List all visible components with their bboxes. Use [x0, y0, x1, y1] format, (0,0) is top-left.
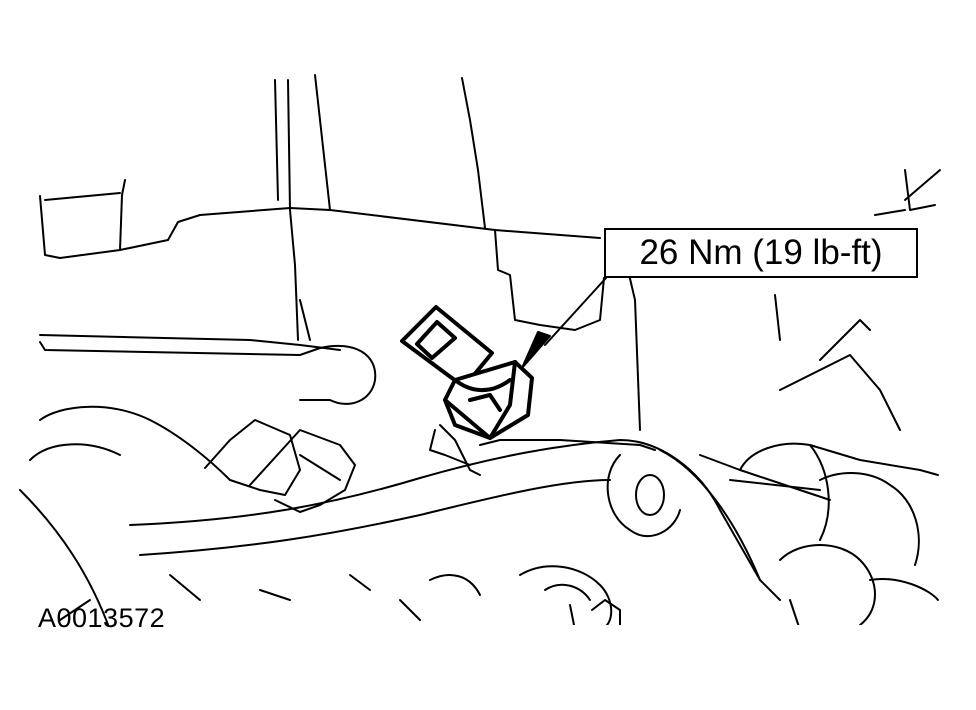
sensor-with-hex-nut: [400, 305, 534, 440]
engine-block-outline: [39, 74, 941, 431]
callout-leader-arrow: [521, 277, 607, 369]
torque-callout-box: 26 Nm (19 lb-ft): [604, 228, 918, 278]
torque-callout-label: 26 Nm (19 lb-ft): [639, 233, 883, 272]
figure-id-label: A0013572: [38, 603, 166, 633]
hose-assembly: [29, 334, 377, 513]
lower-casting: [19, 319, 939, 631]
